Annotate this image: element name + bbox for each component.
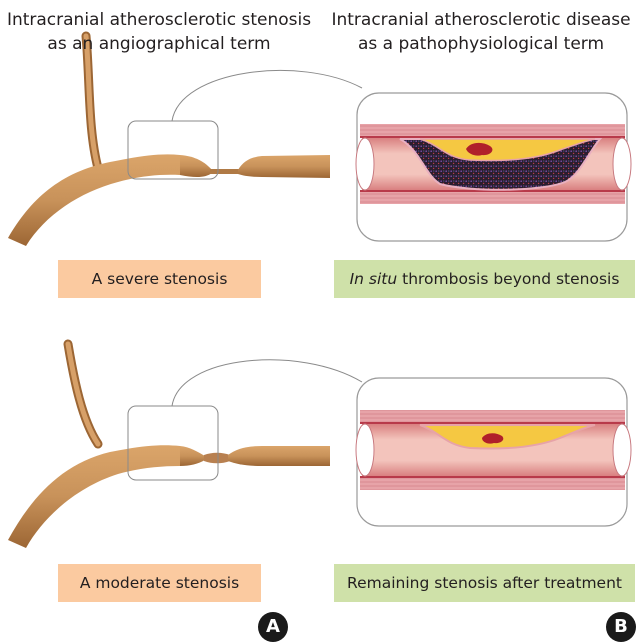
- label-remaining-stenosis: Remaining stenosis after treatment: [334, 564, 635, 602]
- label-insitu-thrombosis: In situ thrombosis beyond stenosis: [334, 260, 635, 298]
- heading-right-line1: Intracranial atherosclerotic disease: [322, 8, 639, 32]
- zoom-connector-severe: [172, 70, 362, 121]
- heading-angiographical: Intracranial atherosclerotic stenosis as…: [0, 8, 318, 56]
- vessel-remaining: [356, 378, 631, 526]
- label-moderate-stenosis: A moderate stenosis: [58, 564, 261, 602]
- artery-severe: [8, 36, 330, 246]
- heading-right-line2: as a pathophysiological term: [322, 32, 639, 56]
- vessel-insitu: [356, 93, 631, 241]
- artery-moderate: [8, 344, 330, 548]
- label-insitu-italic: In situ: [350, 270, 398, 288]
- label-severe-stenosis: A severe stenosis: [58, 260, 261, 298]
- label-insitu-rest: thrombosis beyond stenosis: [397, 270, 619, 288]
- zoom-connector-moderate: [172, 360, 362, 406]
- heading-left-line1: Intracranial atherosclerotic stenosis: [0, 8, 318, 32]
- heading-left-line2: as an angiographical term: [0, 32, 318, 56]
- panel-a-badge: A: [258, 612, 288, 642]
- panel-b-badge: B: [606, 612, 636, 642]
- heading-pathophysiological: Intracranial atherosclerotic disease as …: [322, 8, 639, 56]
